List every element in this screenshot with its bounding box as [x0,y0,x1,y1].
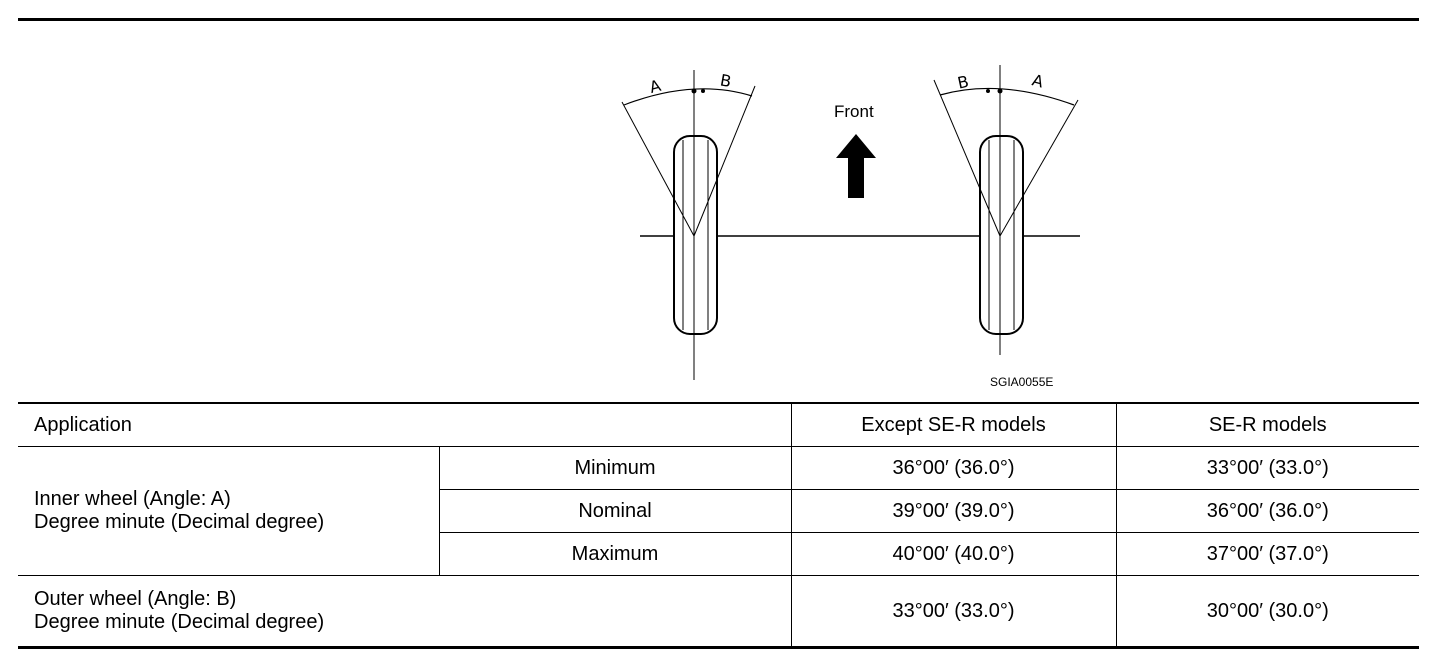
right-label-a: A [1030,70,1046,91]
figure-code: SGIA0055E [990,375,1054,389]
cell-except-ser: 39°00′ (39.0°) [790,489,1117,533]
cell-ser: 30°00′ (30.0°) [1115,575,1419,649]
wheel-diagram: A B B A [621,65,1080,380]
cell-except-ser: 40°00′ (40.0°) [790,532,1117,576]
header-except-ser: Except SE-R models [790,402,1117,447]
turning-angle-table: Application Except SE-R models SE-R mode… [18,402,1419,649]
left-wheel [621,70,756,380]
table-row: Outer wheel (Angle: B) Degree minute (De… [18,575,1419,649]
inner-wheel-label: Inner wheel (Angle: A) Degree minute (De… [18,446,440,576]
inner-wheel-subtitle: Degree minute (Decimal degree) [34,511,325,533]
top-rule [18,18,1419,21]
outer-wheel-subtitle: Degree minute (Decimal degree) [34,611,325,633]
left-tire [673,135,718,335]
turning-angle-figure: A B B A Front SGIA0055E [600,60,1100,390]
cell-ser: 37°00′ (37.0°) [1115,532,1419,576]
row-label: Maximum [439,532,792,576]
right-wheel [933,65,1079,355]
table-row: Inner wheel (Angle: A) Degree minute (De… [18,446,1419,576]
table-header-row: Application Except SE-R models SE-R mode… [18,402,1419,447]
right-tire [979,135,1024,335]
cell-ser: 33°00′ (33.0°) [1115,446,1419,490]
left-label-b: B [719,70,733,91]
table-row: Maximum 40°00′ (40.0°) 37°00′ (37.0°) [18,532,1419,576]
header-ser: SE-R models [1115,402,1419,447]
cell-except-ser: 33°00′ (33.0°) [790,575,1117,649]
row-label: Minimum [438,446,792,490]
right-label-b: B [956,72,971,93]
outer-wheel-label: Outer wheel (Angle: B) Degree minute (De… [18,575,792,649]
front-label: Front [834,102,874,121]
cell-except-ser: 36°00′ (36.0°) [790,446,1117,490]
inner-wheel-title: Inner wheel (Angle: A) [34,488,231,510]
outer-wheel-title: Outer wheel (Angle: B) [34,588,237,610]
table-row: Nominal 39°00′ (39.0°) 36°00′ (36.0°) [18,489,1419,533]
row-label: Nominal [439,489,792,533]
left-label-a: A [647,76,663,97]
header-application: Application [18,402,792,447]
front-arrow-icon [836,134,876,198]
cell-ser: 36°00′ (36.0°) [1115,489,1419,533]
